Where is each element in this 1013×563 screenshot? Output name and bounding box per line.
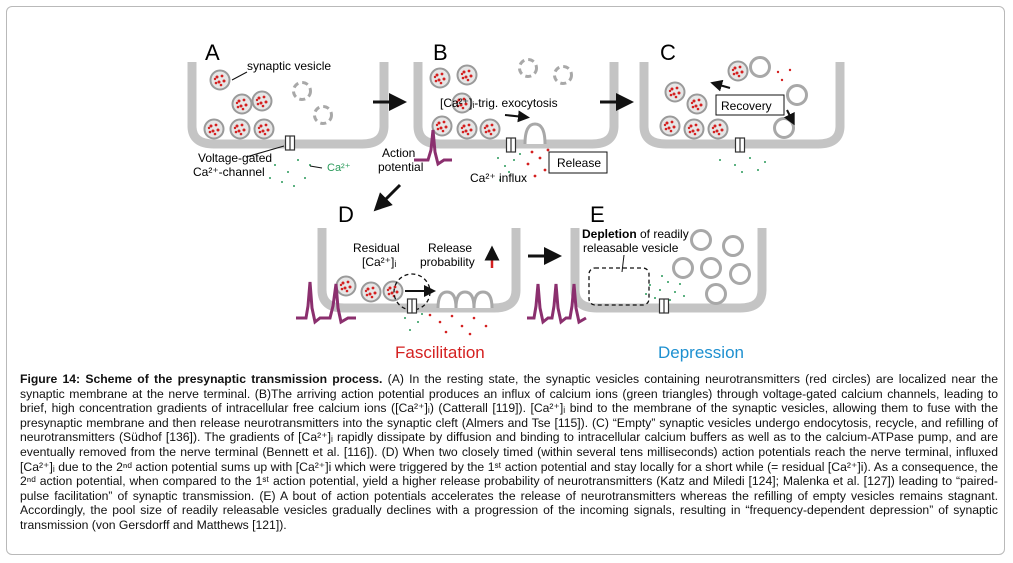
release-probability-label-1: Release <box>428 241 472 255</box>
panel-a-letter: A <box>205 40 220 65</box>
panel-d-letter: D <box>338 202 354 227</box>
synaptic-scheme-figure: A synaptic vesicle Voltage-gated Ca²⁺-ch… <box>187 40 845 362</box>
depletion-label: Depletion of readily <box>582 227 689 241</box>
panel-c-letter: C <box>660 40 676 65</box>
recovery-box <box>715 94 785 116</box>
release-label: Release <box>557 156 601 170</box>
terminal-membrane-d <box>317 228 521 313</box>
arrow-c-to-d <box>373 183 402 212</box>
panel-a: A synaptic vesicle Voltage-gated Ca²⁺-ch… <box>187 40 389 187</box>
action-potential-trace-e <box>527 283 587 325</box>
figure-caption: Figure 14: Scheme of the presynaptic tra… <box>20 372 998 533</box>
vgcc-label-2: Ca²⁺-channel <box>193 165 265 179</box>
recovery-label: Recovery <box>721 99 772 113</box>
residual-label-2: [Ca²⁺]ᵢ <box>362 255 396 269</box>
depletion-label-2: releasable vesicle <box>583 241 679 255</box>
panel-e-letter: E <box>590 202 605 227</box>
caption-text: (A) In the resting state, the synaptic v… <box>20 372 998 532</box>
panel-c: C Recovery <box>639 40 845 173</box>
action-potential-trace-b <box>414 129 452 167</box>
calcium-ion-label: Ca²⁺ <box>327 162 351 174</box>
depression-label: Depression <box>658 343 744 362</box>
exocytosis-label: [Ca²⁺]ᵢ-trig. exocytosis <box>440 96 558 110</box>
action-potential-trace-d <box>296 281 356 325</box>
panel-b-letter: B <box>433 40 448 65</box>
release-probability-label-2: probability <box>420 255 475 269</box>
calcium-influx-label: Ca²⁺ influx <box>470 171 527 185</box>
synaptic-vesicle-label: synaptic vesicle <box>247 59 331 73</box>
panel-e: E Depletion of readily releasable vesicl… <box>527 202 767 362</box>
action-potential-label-1: Action <box>382 146 415 160</box>
action-potential-label-2: potential <box>378 160 423 174</box>
caption-title: Figure 14: Scheme of the presynaptic tra… <box>20 372 383 386</box>
depleted-pool-zone <box>588 267 650 306</box>
release-box <box>548 151 608 174</box>
facilitation-label: Fascilitation <box>395 343 485 362</box>
residual-label-1: Residual <box>353 241 400 255</box>
panel-b: B [Ca²⁺]ᵢ-trig. exocytosis Action potent… <box>378 40 619 185</box>
panel-d: D Residual [Ca²⁺]ᵢ Release probability F… <box>296 202 521 362</box>
